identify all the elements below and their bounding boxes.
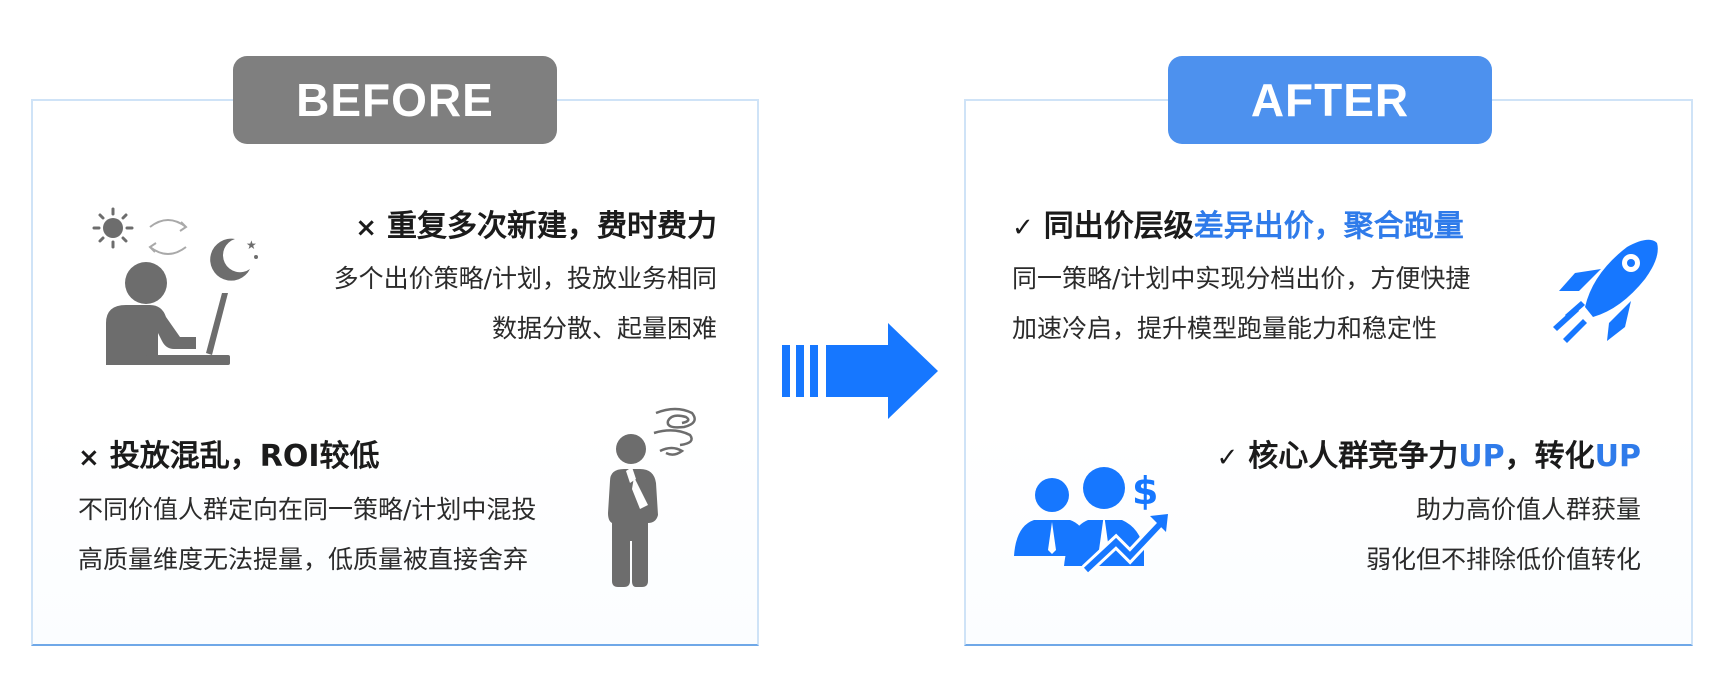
before-item-2-desc: 不同价值人群定向在同一策略/计划中混投 高质量维度无法提量，低质量被直接舍弃 <box>78 495 537 574</box>
before-tag: BEFORE <box>233 56 557 144</box>
before-item-1-title: ×重复多次新建，费时费力 <box>355 209 717 244</box>
before-item-2-title: ×投放混乱，ROI较低 <box>78 439 380 474</box>
rocket-icon <box>1553 239 1658 343</box>
check-icon: ✓ <box>1012 213 1034 243</box>
svg-text:$: $ <box>1132 469 1158 513</box>
before-item-1-desc: 多个出价策略/计划，投放业务相同 数据分散、起量困难 <box>333 264 717 343</box>
after-item-2-desc: 助力高价值人群获量 弱化但不排除低价值转化 <box>1365 495 1641 574</box>
right-arrow-icon <box>782 323 938 419</box>
svg-text:★: ★ <box>246 238 257 252</box>
business-growth-icon: $ <box>1014 467 1168 575</box>
after-tag: AFTER <box>1168 56 1492 144</box>
sun-moon-laptop-icon: ★ <box>92 207 258 365</box>
confused-person-icon <box>608 407 696 587</box>
after-item-1-title: ✓同出价层级差异出价，聚合跑量 <box>1012 209 1464 244</box>
after-item-2-title: ✓核心人群竞争力UP，转化UP <box>1216 439 1641 474</box>
cross-icon: × <box>78 443 100 473</box>
cross-icon: × <box>355 213 377 243</box>
after-item-1-desc: 同一策略/计划中实现分档出价，方便快捷 加速冷启，提升模型跑量能力和稳定性 <box>1012 264 1471 343</box>
check-icon: ✓ <box>1216 443 1239 473</box>
